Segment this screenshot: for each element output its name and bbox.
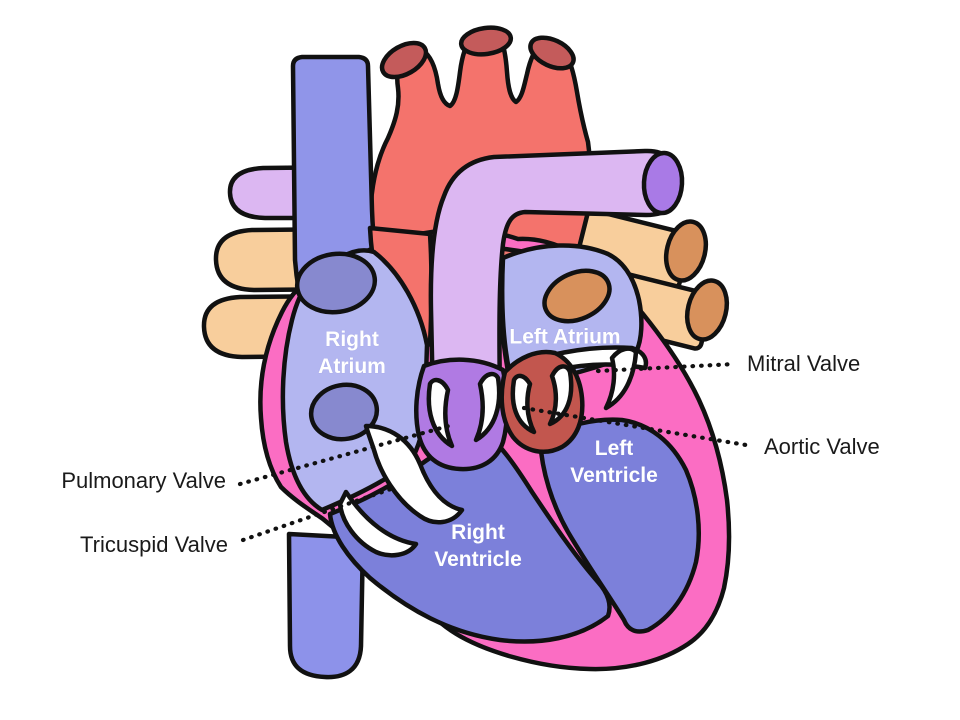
left-ventricle-label-line2: Ventricle: [570, 464, 658, 487]
pulmonary-valve-cusp-2: [473, 371, 502, 443]
pulmonary-vein-opening-ellipse: [542, 268, 612, 324]
pulmonary-valve-leader-line: [237, 422, 455, 487]
pulmonary-valve-cusp-1: [426, 377, 455, 449]
tricuspid-valve-leader-line: [240, 486, 394, 543]
right-ventricle-label: Right Ventricle: [434, 519, 522, 573]
left-ventricle-label-line1: Left: [594, 437, 634, 460]
right-atrium-label-line2: Atrium: [318, 355, 386, 378]
aortic-valve-cusp-1: [510, 373, 537, 435]
aortic-valve-label: Aortic Valve: [764, 434, 880, 459]
aorta-branch-cap-3: [528, 35, 576, 71]
right-pulmonary-vein-upper-cap: [663, 219, 709, 283]
left-atrium-label-line1: Left Atrium: [509, 325, 621, 349]
fossa-ovalis-ellipse: [308, 382, 380, 442]
right-pulmonary-vein-lower-cap: [684, 278, 730, 342]
mitral-valve-label: Mitral Valve: [747, 351, 861, 376]
aorta-branch-cap-1: [379, 40, 429, 80]
right-ventricle-label-line1: Right: [451, 521, 505, 544]
tricuspid-valve-leaflet-2: [337, 489, 419, 558]
left-ventricle-label: Left Ventricle: [570, 435, 658, 489]
aorta-branch-cap-2: [458, 25, 514, 57]
pulmonary-artery-cap: [641, 150, 685, 216]
svc-opening-ellipse: [294, 251, 378, 315]
left-ventricle-chamber: [537, 417, 702, 634]
right-ventricle-label-line2: Ventricle: [434, 548, 522, 571]
tricuspid-valve-label: Tricuspid Valve: [80, 532, 228, 557]
tricuspid-valve-leaflet-1: [363, 423, 465, 525]
aortic-valve-cusp-2: [547, 364, 574, 427]
right-atrium-label: Right Atrium: [318, 326, 386, 380]
mitral-valve-leaflet-2: [603, 346, 639, 411]
mitral-valve-leader-line: [595, 361, 738, 374]
left-atrium-label: Left Atrium: [509, 324, 620, 351]
pulmonary-valve-label: Pulmonary Valve: [61, 468, 226, 493]
inferior-vena-cava: [286, 531, 366, 680]
right-atrium-label-line1: Right: [325, 328, 379, 351]
